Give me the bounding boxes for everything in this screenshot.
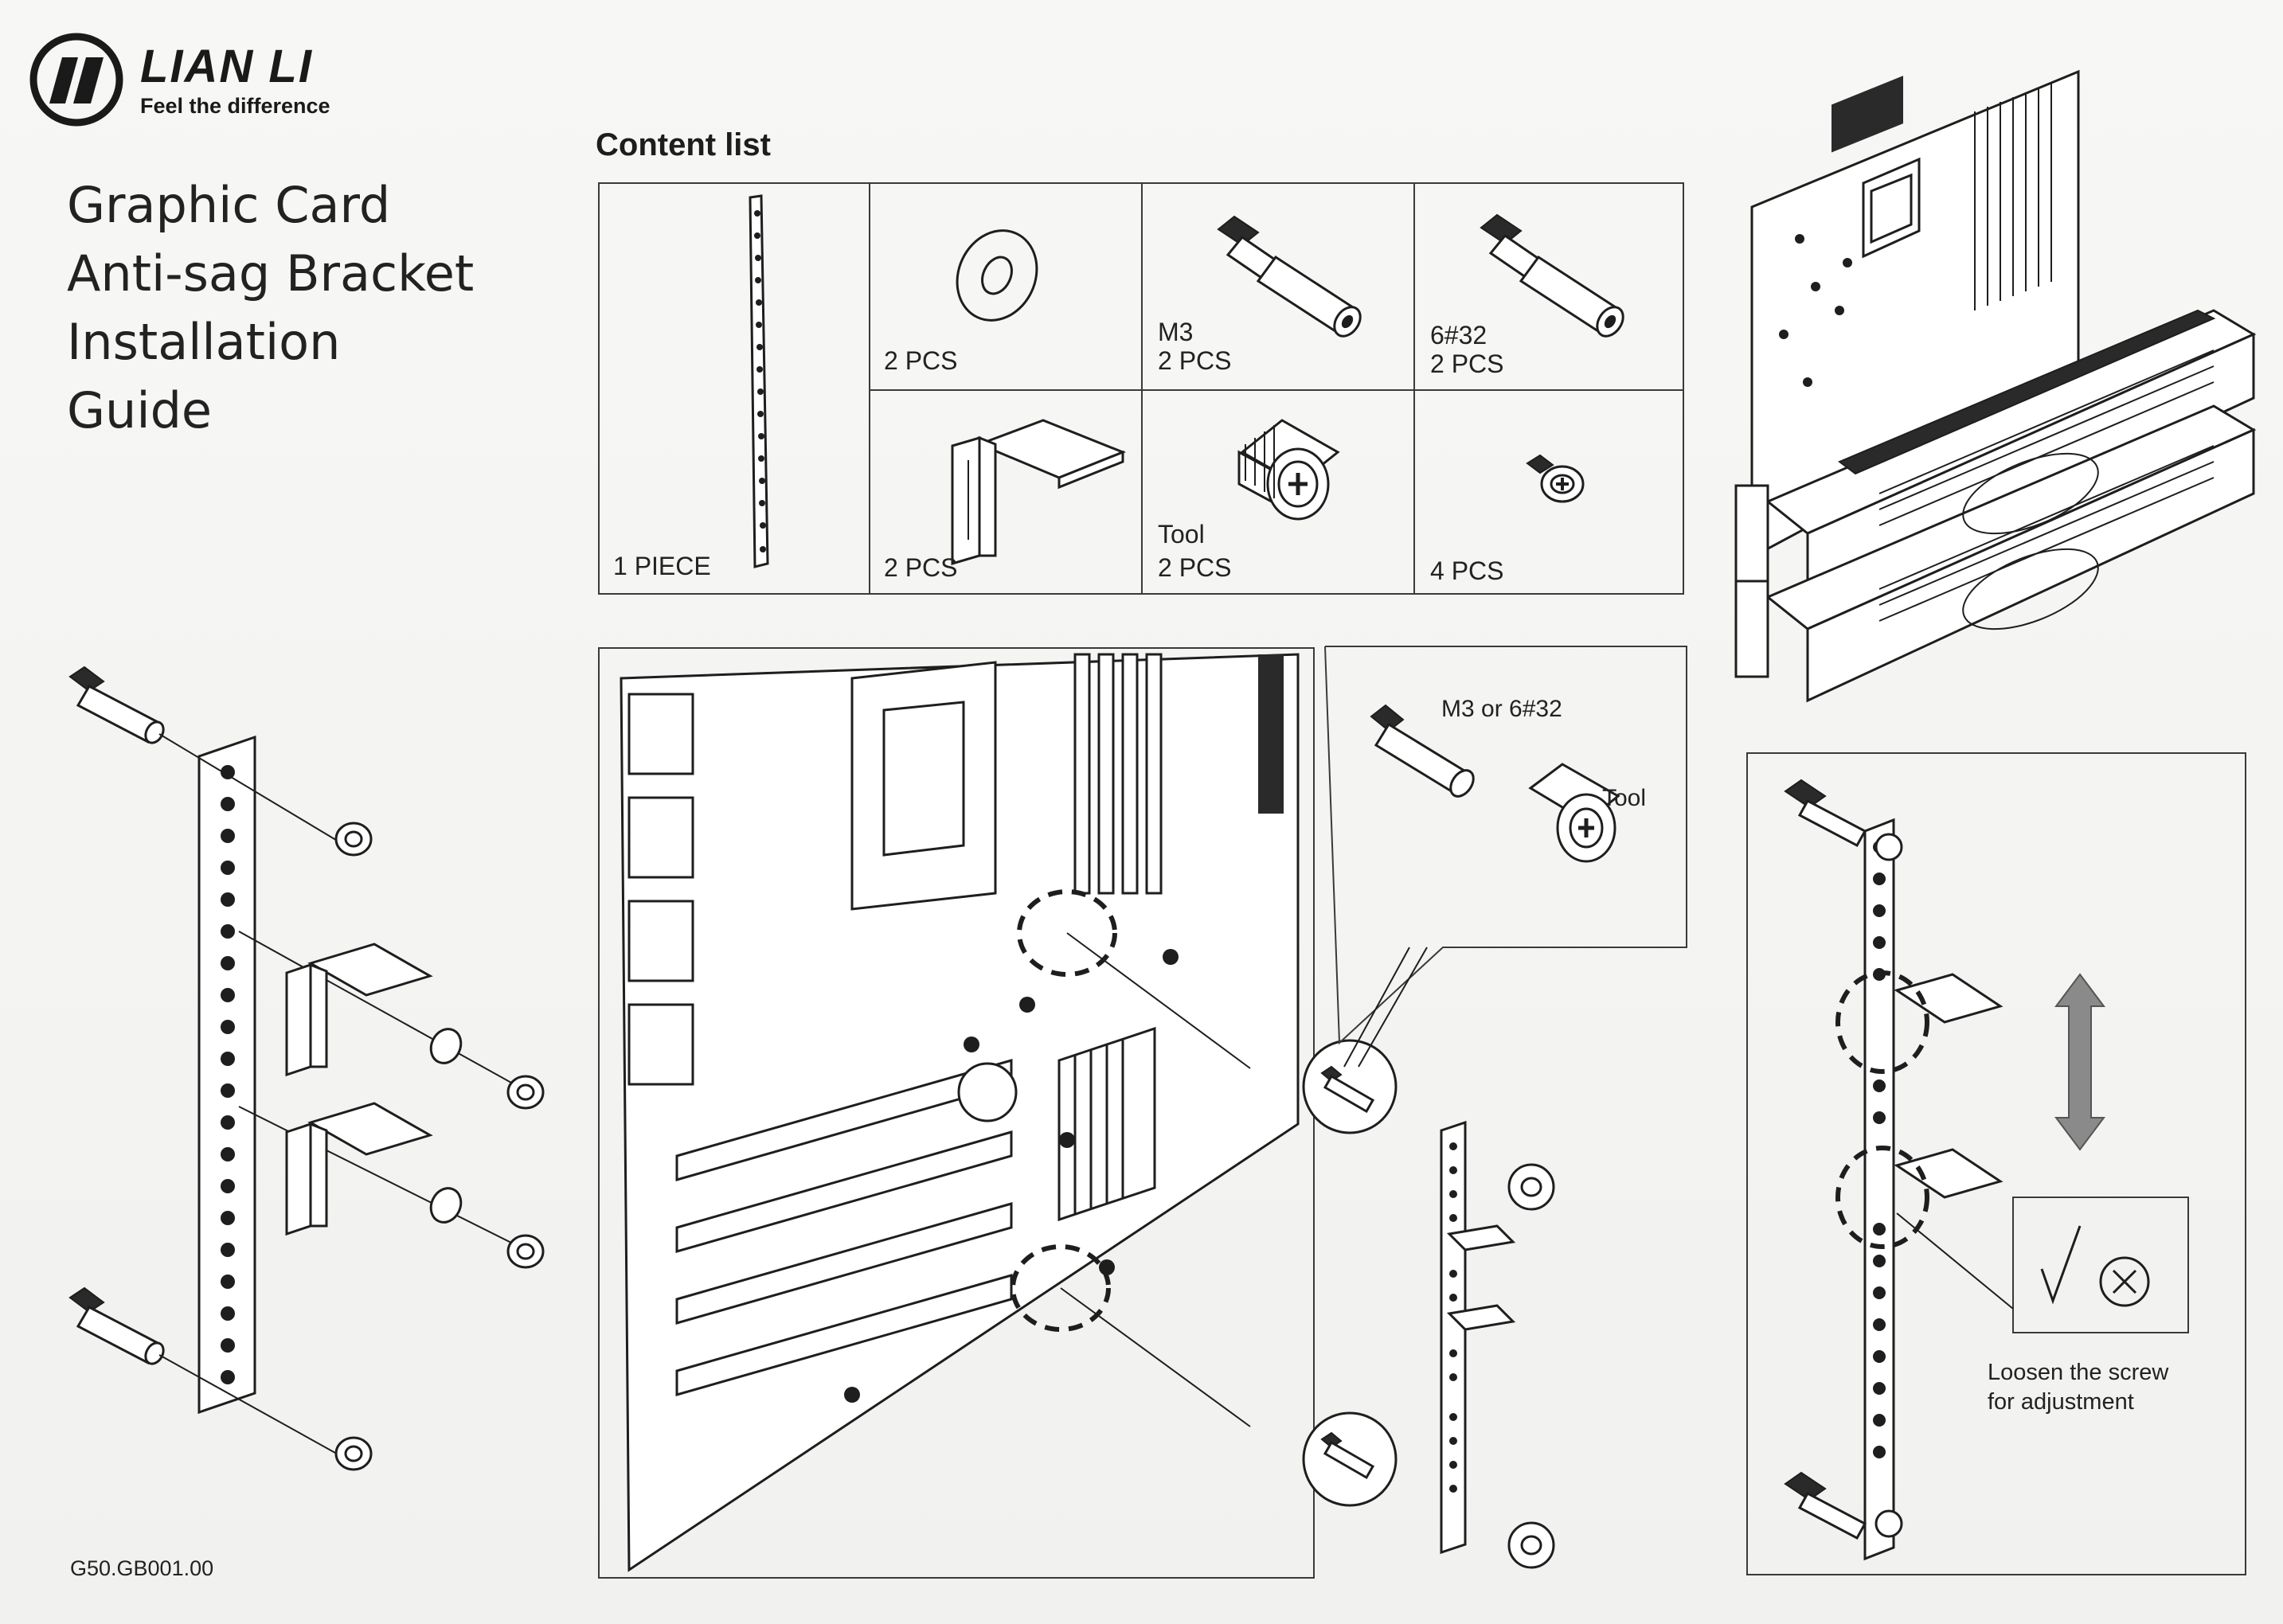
item-label-632-top: 6#32: [1430, 321, 1487, 349]
adjustment-note-line: for adjustment: [1988, 1389, 2134, 1415]
screw-icon: [1507, 1521, 1555, 1569]
brand-tagline: Feel the difference: [140, 94, 330, 118]
item-label-tool: 2 PCS: [1158, 553, 1232, 582]
screw-icon: [334, 822, 373, 857]
guide-title: Graphic Card Anti-sag Bracket Installati…: [67, 171, 474, 445]
support-arm-icon: [951, 419, 1127, 566]
adjustment-panel: [1746, 752, 2246, 1575]
screw-icon: [1507, 1163, 1555, 1211]
adjustment-note-line: Loosen the screw: [1988, 1360, 2169, 1385]
standoff-632-icon: [1480, 213, 1624, 338]
washer-icon: [429, 1187, 463, 1224]
guide-title-line: Installation: [67, 313, 341, 371]
guide-title-line: Graphic Card: [67, 176, 391, 234]
tool-label: Tool: [1602, 785, 1647, 811]
item-label-support-arm: 2 PCS: [884, 553, 958, 582]
motherboard-diagram: [598, 647, 1315, 1579]
assembled-gpu-illustration: [1734, 69, 2257, 703]
tool-knob-icon: [1237, 419, 1340, 521]
bracket-exploded-diagram: [68, 666, 545, 1471]
support-arm-icon: [285, 943, 433, 1077]
item-label-m3-top: M3: [1158, 318, 1194, 346]
item-label-632: 2 PCS: [1430, 349, 1504, 378]
guide-title-line: Guide: [67, 381, 213, 439]
item-label-m3: 2 PCS: [1158, 346, 1232, 375]
guide-title-line: Anti-sag Bracket: [67, 244, 475, 303]
item-label-tool-top: Tool: [1158, 520, 1205, 548]
standoff-callout-box: [1324, 646, 1687, 1068]
brand-name: LIAN LI: [140, 41, 313, 92]
standoff-option-label: M3 or 6#32: [1441, 696, 1562, 722]
screw-icon: [1526, 454, 1585, 503]
washer-icon: [429, 1028, 463, 1064]
screw-icon: [334, 1436, 373, 1471]
standoff-zoom-upper: [1302, 1039, 1398, 1134]
content-list-grid: [598, 182, 1684, 595]
standoff-zoom-lower: [1302, 1411, 1398, 1507]
standoff-m3-icon: [1217, 215, 1362, 338]
support-arm-icon: [285, 1102, 433, 1236]
lian-li-logo-icon: [29, 33, 123, 127]
standoff-icon: [68, 1286, 165, 1365]
content-list-title: Content list: [596, 127, 771, 162]
standoff-icon: [68, 666, 165, 744]
standoff-icon: [1370, 704, 1475, 798]
screw-icon: [506, 1075, 545, 1110]
bracket-icon: [749, 194, 769, 568]
item-label-screw: 4 PCS: [1430, 556, 1504, 585]
bracket-installed-diagram: [1440, 1120, 1516, 1555]
item-label-bracket: 1 PIECE: [613, 552, 711, 580]
washer-icon: [956, 229, 1038, 322]
tool-knob-icon: [1528, 763, 1620, 863]
item-label-washer: 2 PCS: [884, 346, 958, 375]
document-code: G50.GB001.00: [70, 1556, 214, 1580]
adjustment-note: Loosen the screw for adjustment: [1988, 1358, 2168, 1417]
screw-icon: [506, 1234, 545, 1269]
